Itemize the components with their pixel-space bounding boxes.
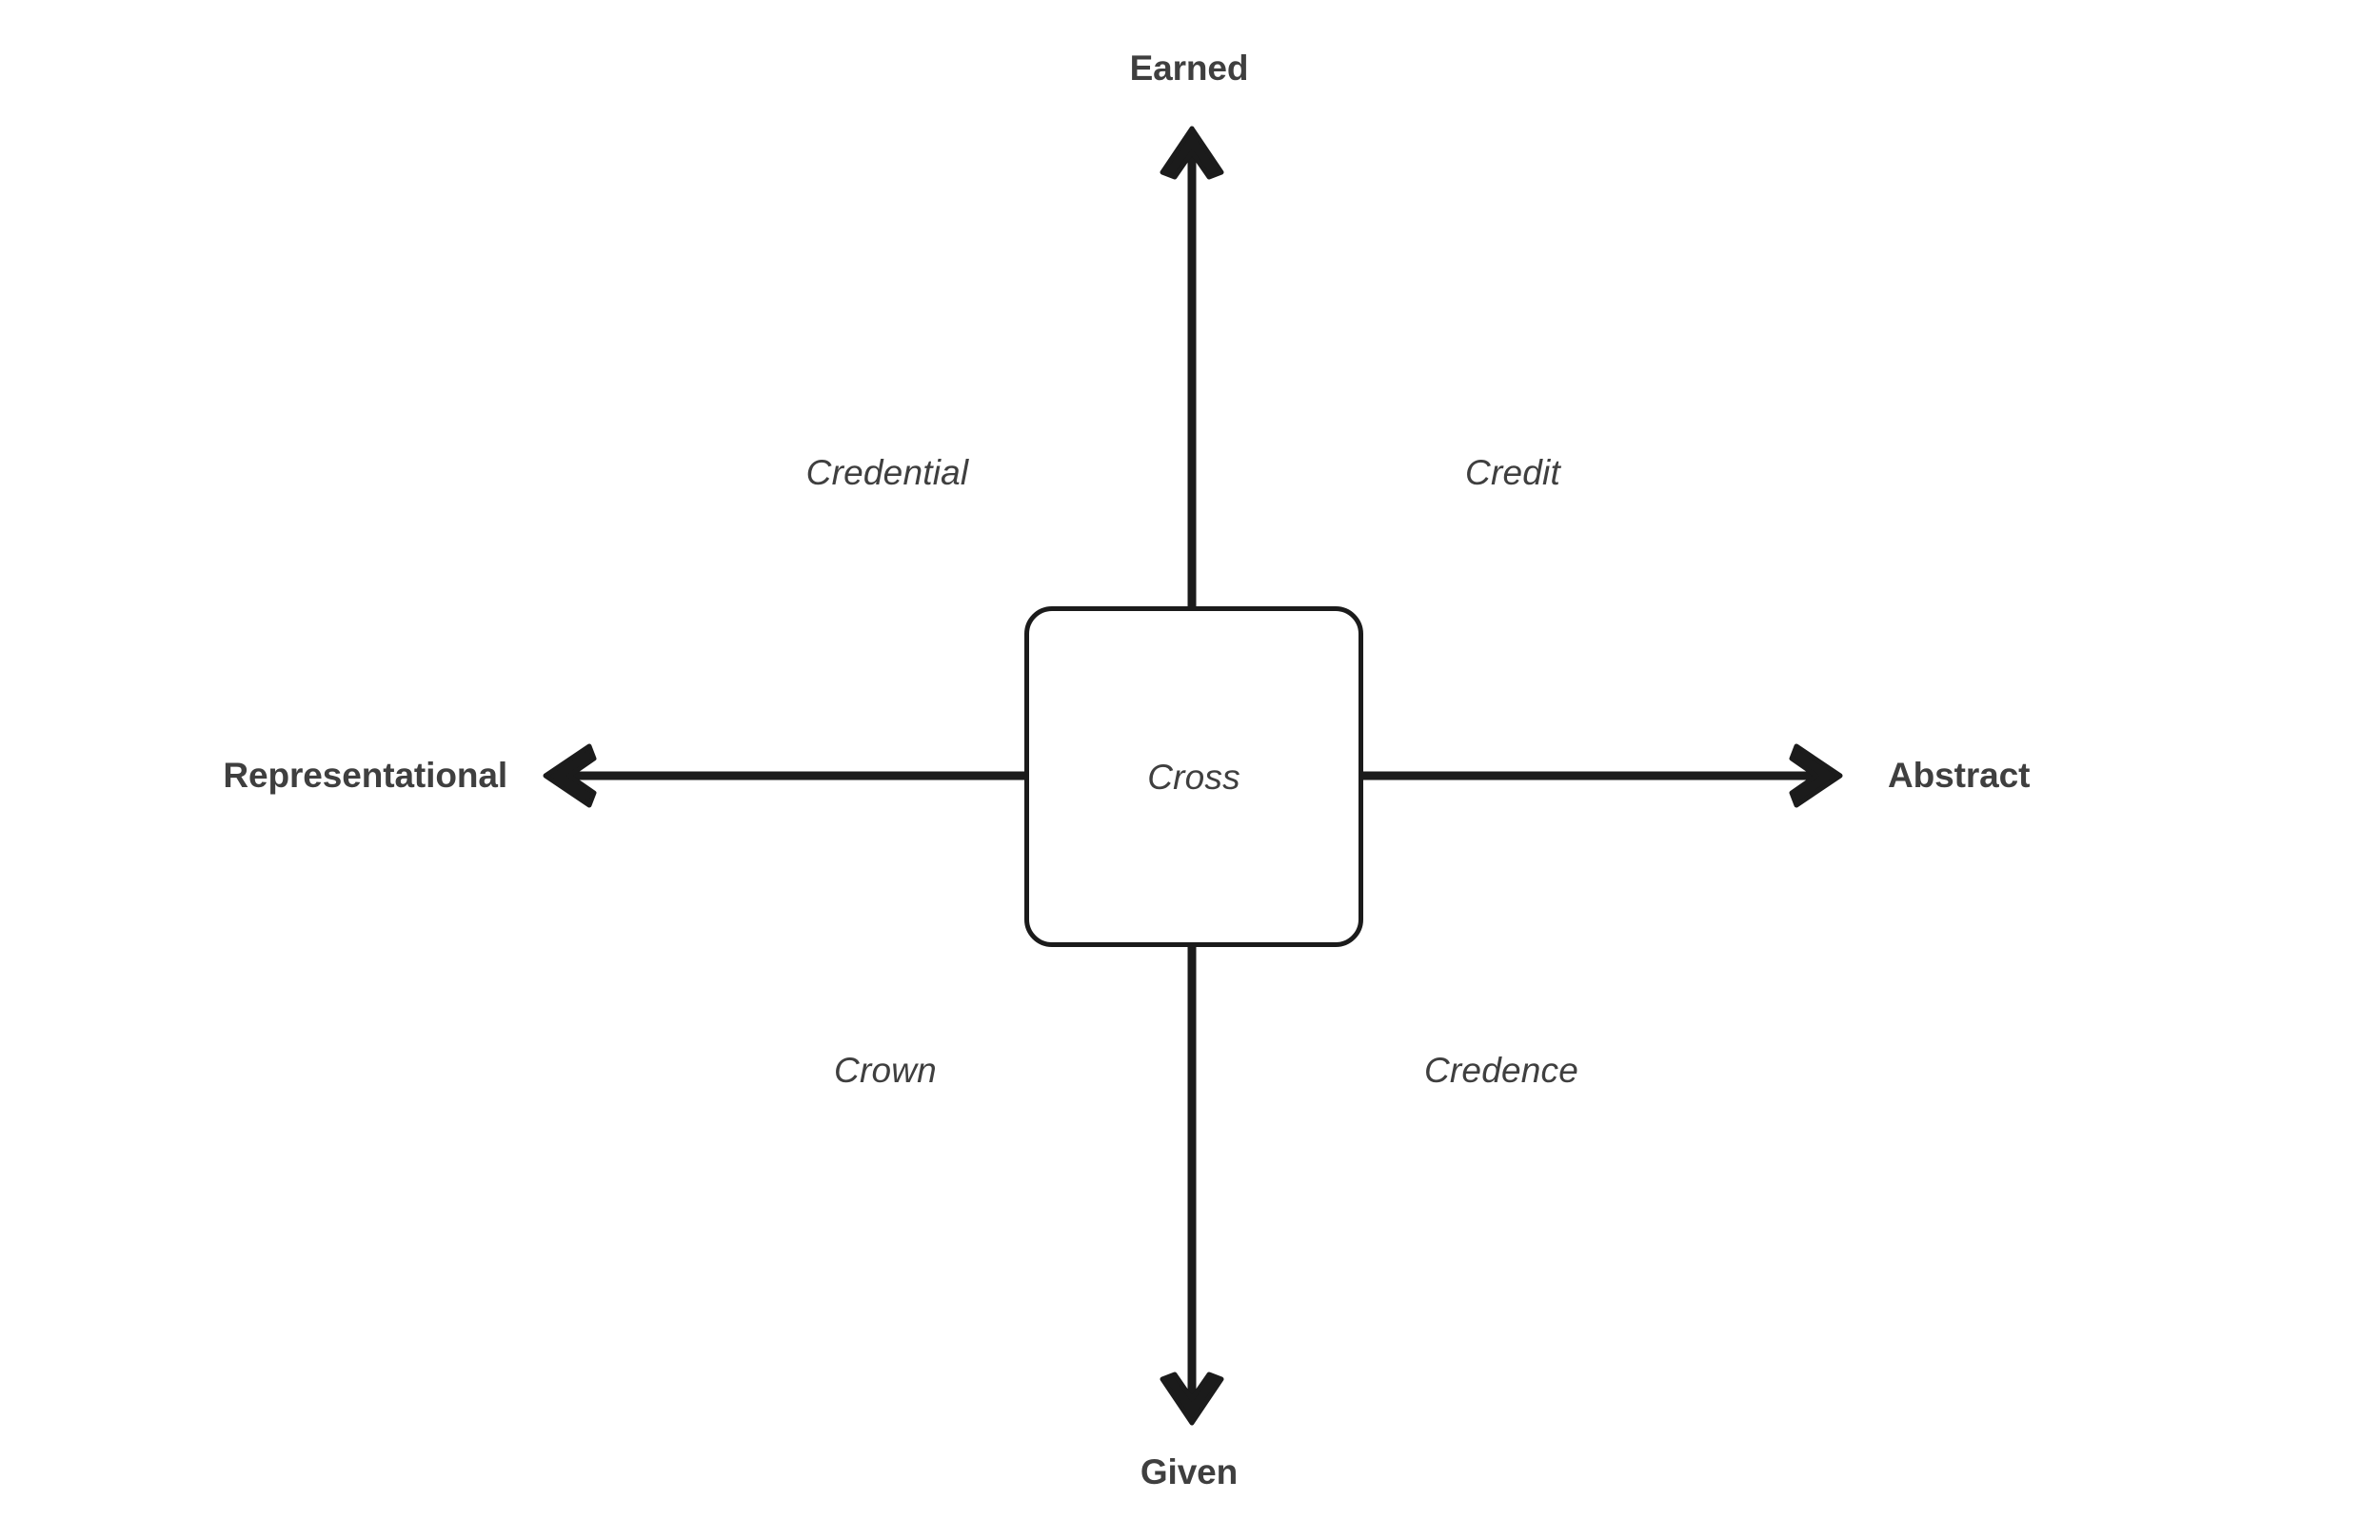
quadrant-label-bottom-right: Credence	[1423, 1051, 1579, 1090]
center-node-label: Cross	[1147, 757, 1240, 797]
arrowhead-down-icon	[1160, 1372, 1224, 1426]
axis-label-earned: Earned	[1129, 49, 1249, 88]
axis-label-representational: Representational	[223, 756, 507, 795]
quadrant-label-bottom-left: Crown	[834, 1051, 937, 1090]
center-node[interactable]: Cross	[1024, 606, 1363, 947]
arrowhead-left-icon	[543, 743, 597, 808]
quadrant-label-top-left: Credential	[805, 453, 969, 492]
quadrant-label-top-right: Credit	[1465, 453, 1560, 492]
axis-label-given: Given	[1140, 1452, 1239, 1491]
arrowhead-right-icon	[1789, 743, 1843, 808]
axis-label-abstract: Abstract	[1888, 756, 2031, 795]
arrowhead-up-icon	[1160, 126, 1224, 180]
